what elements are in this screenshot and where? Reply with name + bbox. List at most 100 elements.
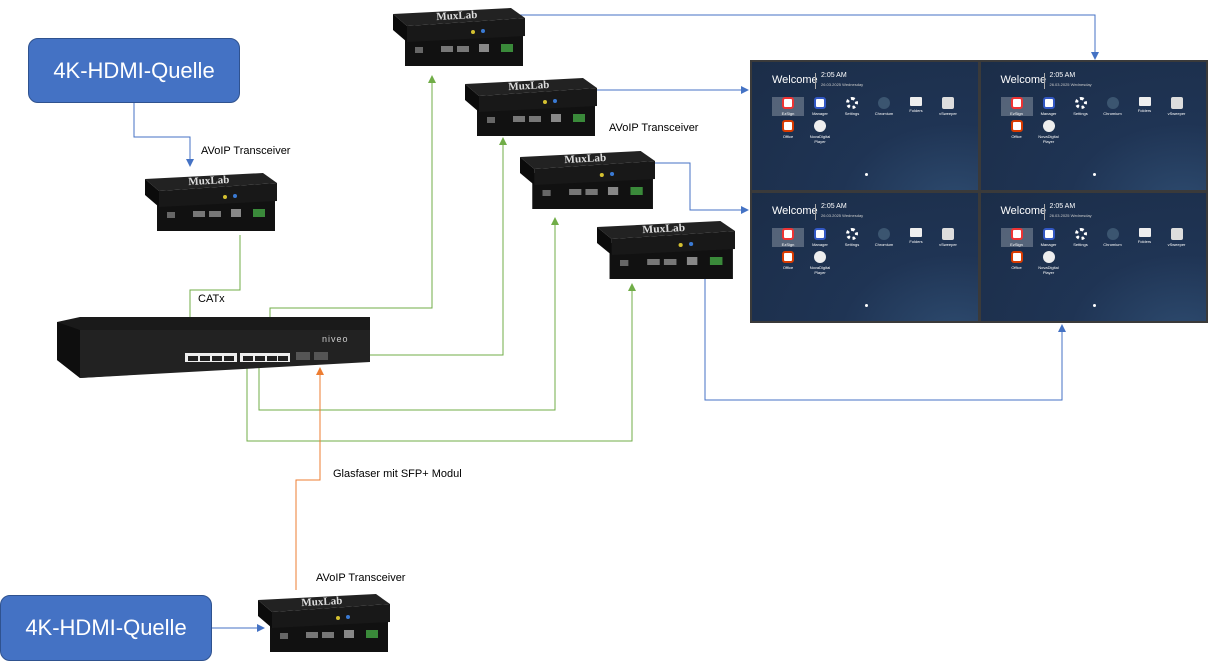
- app-office[interactable]: Office: [1001, 251, 1033, 275]
- folder-icon: [1138, 97, 1151, 106]
- app-folders[interactable]: Folders: [1129, 97, 1161, 116]
- app-label: Folders: [909, 239, 923, 244]
- date: 26.03.2025 Wednesday: [1049, 82, 1092, 87]
- app-chromium[interactable]: Chromium: [868, 97, 900, 116]
- app-label: Settings: [844, 242, 860, 247]
- avoip-transceiver: MuxLab: [393, 8, 525, 66]
- device-brand: MuxLab: [188, 174, 230, 188]
- page-indicator: [864, 304, 868, 307]
- app-grid: EzSign Manager Settings Chromium Folders…: [772, 97, 972, 144]
- transceiver-label: AVoIP Transceiver: [609, 122, 699, 134]
- app-settings[interactable]: Settings: [1065, 228, 1097, 247]
- app-chromium[interactable]: Chromium: [1097, 97, 1129, 116]
- avoip-transceiver: MuxLab: [145, 173, 277, 231]
- welcome-text: Welcome: [1000, 74, 1047, 86]
- app-label: EzSign: [781, 242, 795, 247]
- app-ezsign[interactable]: EzSign: [772, 97, 804, 116]
- app-label: Settings: [1073, 242, 1088, 247]
- app-office[interactable]: Office: [1001, 120, 1033, 144]
- display-panel: Welcome 2:05 AM 26.03.2025 Wednesday EzS…: [980, 193, 1206, 321]
- transceiver-label: AVoIP Transceiver: [201, 145, 291, 157]
- avoip-transceiver: MuxLab: [520, 151, 655, 209]
- video-wall: Welcome 2:05 AM 26.03.2025 Wednesday EzS…: [750, 60, 1208, 323]
- app-ezsign[interactable]: EzSign: [1000, 97, 1033, 116]
- app-manager[interactable]: Manager: [1033, 97, 1065, 116]
- date: 26.03.2025 Wednesday: [821, 213, 864, 218]
- ezsign-icon: [1010, 228, 1023, 240]
- transceiver-label: AVoIP Transceiver: [316, 572, 406, 584]
- app-label: Office: [1011, 134, 1022, 139]
- app-label: Chromium: [1103, 242, 1122, 247]
- date: 26.03.2025 Wednesday: [821, 82, 864, 87]
- app-ezsign[interactable]: EzSign: [1000, 228, 1033, 247]
- app-office[interactable]: Office: [772, 251, 804, 275]
- app-manager[interactable]: Manager: [1033, 228, 1065, 247]
- divider: [815, 73, 816, 89]
- app-office[interactable]: Office: [772, 120, 804, 144]
- ezsign-icon: [782, 228, 794, 240]
- app-folders[interactable]: Folders: [900, 228, 932, 247]
- hdmi-line: [515, 14, 1099, 60]
- app-folders[interactable]: Folders: [1129, 228, 1161, 247]
- device-brand: MuxLab: [436, 9, 478, 23]
- app-novadigital-player[interactable]: NovaDigital Player: [1033, 251, 1065, 275]
- app-folders[interactable]: Folders: [900, 97, 932, 116]
- app-chromium[interactable]: Chromium: [1097, 228, 1129, 247]
- folder-icon: [910, 97, 922, 106]
- hdmi-line: [704, 275, 1066, 401]
- app-label: vSweeper: [939, 242, 957, 247]
- catx-line: [246, 283, 636, 442]
- catx-line: [258, 217, 559, 411]
- source-label: 4K-HDMI-Quelle: [25, 615, 187, 640]
- clock: 2:05 AM: [1049, 203, 1076, 210]
- app-label: EzSign: [1010, 111, 1023, 116]
- app-label: Manager: [812, 111, 828, 116]
- display-panel: Welcome 2:05 AM 26.03.2025 Wednesday EzS…: [980, 62, 1206, 190]
- app-novadigital-player[interactable]: NovaDigital Player: [804, 120, 836, 144]
- date: 26.03.2025 Wednesday: [1049, 213, 1092, 218]
- app-manager[interactable]: Manager: [804, 97, 836, 116]
- app-label: Settings: [844, 111, 860, 116]
- network-switch: niveo: [57, 317, 370, 378]
- page-indicator: [1093, 173, 1097, 176]
- folder-icon: [1138, 228, 1151, 237]
- gear-icon: [1074, 228, 1087, 240]
- fiber-line: [295, 367, 324, 590]
- app-label: NovaDigital Player: [809, 265, 831, 275]
- sweeper-icon: [1170, 97, 1183, 109]
- device-brand: MuxLab: [508, 79, 550, 93]
- hdmi-source-bottom: 4K-HDMI-Quelle: [0, 595, 212, 661]
- app-settings[interactable]: Settings: [836, 228, 868, 247]
- ezsign-icon: [1010, 97, 1023, 109]
- app-label: Folders: [909, 108, 923, 113]
- divider: [1043, 204, 1045, 220]
- display-panel: Welcome 2:05 AM 26.03.2025 Wednesday EzS…: [752, 62, 978, 190]
- app-vsweeper[interactable]: vSweeper: [1161, 228, 1193, 247]
- app-label: Office: [782, 265, 794, 270]
- app-novadigital-player[interactable]: NovaDigital Player: [804, 251, 836, 275]
- app-vsweeper[interactable]: vSweeper: [932, 228, 964, 247]
- page-indicator: [1093, 304, 1097, 307]
- divider: [815, 204, 816, 220]
- hdmi-line: [650, 162, 749, 214]
- fiber-label: Glasfaser mit SFP+ Modul: [333, 468, 462, 480]
- manager-icon: [814, 228, 826, 240]
- app-label: Folders: [1137, 239, 1152, 244]
- sweeper-icon: [942, 228, 954, 240]
- app-label: vSweeper: [1167, 111, 1186, 116]
- app-vsweeper[interactable]: vSweeper: [1161, 97, 1193, 116]
- app-novadigital-player[interactable]: NovaDigital Player: [1033, 120, 1065, 144]
- app-label: vSweeper: [939, 111, 957, 116]
- app-label: Manager: [1040, 242, 1057, 247]
- app-vsweeper[interactable]: vSweeper: [932, 97, 964, 116]
- app-settings[interactable]: Settings: [1065, 97, 1097, 116]
- office-icon: [782, 120, 794, 132]
- device-brand: MuxLab: [301, 595, 343, 609]
- app-ezsign[interactable]: EzSign: [772, 228, 804, 247]
- source-label: 4K-HDMI-Quelle: [53, 57, 215, 83]
- app-settings[interactable]: Settings: [836, 97, 868, 116]
- app-manager[interactable]: Manager: [804, 228, 836, 247]
- app-chromium[interactable]: Chromium: [868, 228, 900, 247]
- app-label: EzSign: [781, 111, 795, 116]
